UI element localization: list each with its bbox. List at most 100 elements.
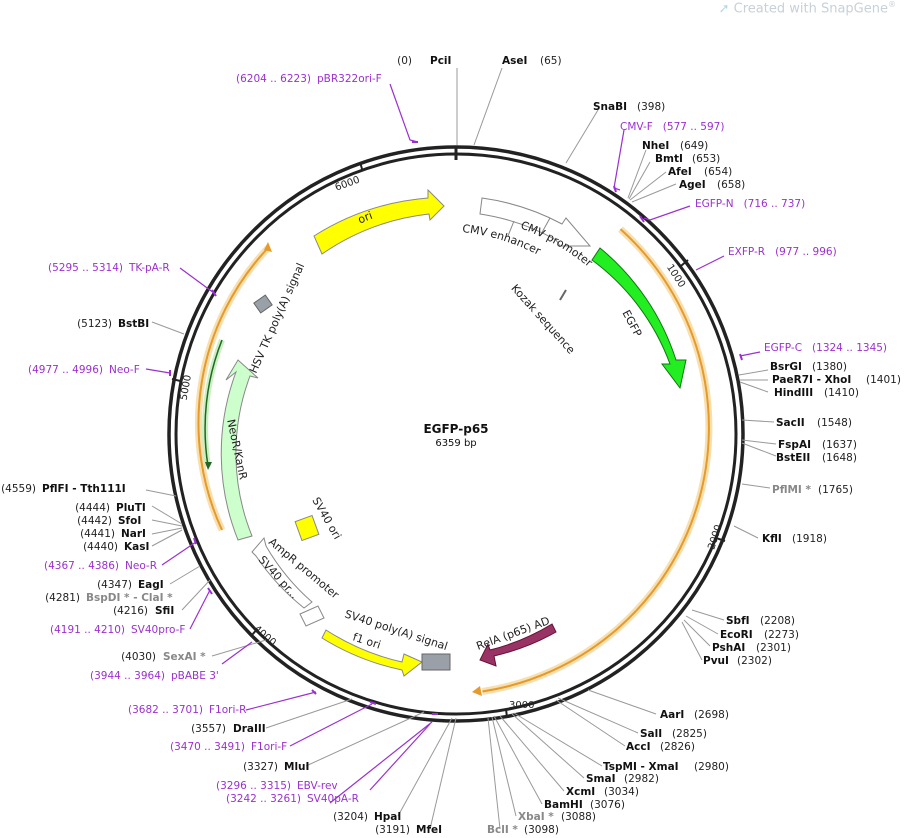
site-label: BstEII — [776, 452, 810, 464]
backbone — [167, 145, 745, 723]
site-label: DraIII — [233, 723, 266, 735]
site-label: BsrGI — [770, 361, 802, 373]
site-label: (1765) — [818, 484, 853, 496]
site-label: BstBI — [118, 318, 149, 330]
site-label: MluI — [284, 761, 309, 773]
site-label: AgeI — [679, 179, 706, 191]
site-label: AfeI — [668, 166, 692, 178]
site-label: PvuI — [703, 655, 729, 667]
site-label: XcmI — [566, 786, 595, 798]
site-label: (398) — [637, 101, 665, 113]
site-label: (2301) — [756, 642, 791, 654]
watermark-brand: SnapGene — [820, 1, 888, 17]
site-label: SmaI — [586, 773, 616, 785]
site-label: (2826) — [660, 741, 695, 753]
site-label: (4441) — [80, 528, 115, 540]
site-label: (4347) — [97, 579, 132, 591]
site-label: (2698) — [694, 709, 729, 721]
site-label: EcoRI — [720, 629, 753, 641]
primer-label: (3296 .. 3315)EBV-rev — [216, 780, 338, 792]
snapgene-watermark: ➚ Created with SnapGene® — [719, 0, 896, 16]
site-label: PluTI — [116, 502, 146, 514]
primer-ticks — [169, 141, 743, 715]
feature-cmv-enhancer-arrow — [479, 197, 592, 247]
site-label: (654) — [704, 166, 732, 178]
site-label: (2980) — [694, 761, 729, 773]
feature-ori-label: ori — [356, 209, 374, 227]
site-label: BmtI — [655, 153, 683, 165]
site-labels: (0) PciI AseI (65) SnaBI (398) NheI (649… — [1, 55, 901, 836]
tick-label-6000: 6000 — [334, 175, 362, 194]
site-label: (2273) — [764, 629, 799, 641]
tick-label-4000: 4000 — [251, 624, 278, 649]
plasmid-center: EGFP-p65 6359 bp — [423, 422, 488, 449]
feature-sv40-polya-box — [421, 653, 451, 671]
feature-sv40-promoter-small-arrow — [299, 605, 325, 627]
snapgene-swoosh-icon: ➚ — [718, 1, 730, 17]
site-label: (4216) — [113, 605, 148, 617]
tick-label-5000: 5000 — [179, 374, 194, 401]
primer-label: (4191 .. 4210)SV40pro-F — [50, 624, 185, 636]
site-label: (4444) — [75, 502, 110, 514]
site-label: (3327) — [243, 761, 278, 773]
site-label: (3088) — [561, 811, 596, 823]
site-label: SbfI — [726, 615, 750, 627]
site-label: (1648) — [822, 452, 857, 464]
site-label: SalI — [640, 728, 662, 740]
site-label: (658) — [717, 179, 745, 191]
plasmid-length: 6359 bp — [435, 438, 476, 449]
feature-neo-arrow — [220, 359, 259, 541]
site-label: PflMI * — [772, 484, 811, 496]
site-label: (1637) — [822, 439, 857, 451]
site-label: SexAI * — [163, 651, 206, 663]
primer-label: (5295 .. 5314)TK-pA-R — [48, 262, 170, 274]
svg-text:ori: ori — [356, 209, 374, 227]
site-label: BspDI * - ClaI * — [86, 592, 173, 604]
site-label: SfiI — [155, 605, 174, 617]
primer-label: (3682 .. 3701)F1ori-R — [128, 704, 246, 716]
site-label: EagI — [138, 579, 164, 591]
primer-labels: (6204 .. 6223)pBR322ori-F CMV-F(577 .. 5… — [28, 73, 887, 805]
site-label: HindIII — [774, 387, 813, 399]
feature-kozak-label: Kozak sequence — [508, 282, 577, 357]
neo-region-arrowhead — [264, 242, 272, 252]
site-label: (65) — [540, 55, 562, 67]
site-label: (4440) — [83, 541, 118, 553]
site-label: BamHI — [544, 799, 583, 811]
site-label: SnaBI — [593, 101, 627, 113]
site-label: (4030) — [121, 651, 156, 663]
site-label: (3191) — [375, 824, 410, 836]
primer-label: (6204 .. 6223)pBR322ori-F — [236, 73, 382, 85]
feature-sv40-polya-label: SV40 poly(A) signal — [343, 607, 449, 653]
site-label: AarI — [660, 709, 684, 721]
watermark-prefix: Created with — [733, 1, 821, 17]
primer-label: EGFP-C(1324 .. 1345) — [764, 342, 887, 354]
primer-label: EGFP-N(716 .. 737) — [695, 198, 805, 210]
primer-label: (3242 .. 3261)SV40pA-R — [226, 793, 359, 805]
site-label: FspAI — [778, 439, 811, 451]
site-label: SfoI — [118, 515, 141, 527]
site-label: SacII — [776, 417, 805, 429]
site-label: AseI — [502, 55, 527, 67]
site-label: (3034) — [604, 786, 639, 798]
site-label: PshAI — [712, 642, 745, 654]
primer-label: (4367 .. 4386)Neo-R — [44, 560, 157, 572]
site-label: NheI — [642, 140, 669, 152]
site-label: (4559) — [1, 483, 36, 495]
feature-hsv-polya-box — [253, 294, 273, 314]
site-label: (5123) — [77, 318, 112, 330]
feature-kozak-mark — [559, 289, 567, 301]
site-label: HpaI — [374, 811, 401, 823]
site-label: KasI — [124, 541, 149, 553]
feature-ori-arrow — [313, 188, 445, 255]
site-label: (0) — [397, 55, 412, 67]
site-label: (2302) — [737, 655, 772, 667]
site-label: (2208) — [760, 615, 795, 627]
site-label: TspMI - XmaI — [603, 761, 679, 773]
site-label: XbaI * — [518, 811, 554, 823]
site-label: PaeR7I - XhoI — [772, 374, 851, 386]
site-label: (1401) — [866, 374, 901, 386]
site-label: (3557) — [191, 723, 226, 735]
site-label: (653) — [692, 153, 720, 165]
